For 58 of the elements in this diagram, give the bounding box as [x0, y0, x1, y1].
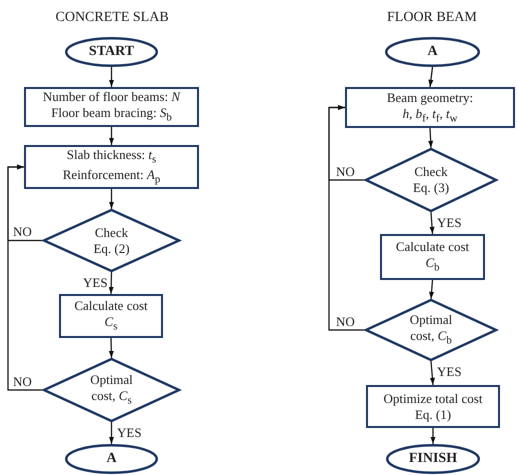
column-title: CONCRETE SLAB	[56, 10, 169, 26]
process-box	[345, 87, 515, 128]
edge-label: YES	[116, 426, 143, 439]
terminal-ellipse	[65, 37, 158, 67]
arrow	[430, 428, 436, 444]
arrow	[428, 66, 434, 88]
node-text: Optimize total cost	[384, 390, 482, 406]
edge-label: YES	[436, 216, 463, 229]
terminal-label: START	[88, 44, 134, 60]
arrow	[428, 128, 434, 148]
process-box	[59, 294, 163, 338]
terminal-label: FINISH	[408, 450, 458, 468]
terminal-label: A	[427, 44, 438, 60]
terminal-ellipse	[385, 37, 480, 67]
terminal-ellipse	[65, 444, 158, 474]
node-text: Eq. (1)	[414, 406, 452, 422]
terminal-label: A	[106, 450, 117, 468]
edge-label: NO	[335, 315, 356, 328]
node-text: C$_{b}$	[425, 255, 440, 275]
decision-diamond	[43, 209, 180, 272]
arrow	[108, 127, 114, 145]
arrow	[108, 422, 114, 444]
node-text: Calculate cost	[396, 239, 470, 255]
process-box	[380, 234, 485, 280]
node-text: Reinforcement: A$_{p}$	[62, 167, 160, 187]
terminal-ellipse	[386, 444, 480, 474]
node-text: C$_{s}$	[104, 314, 118, 334]
edge-label: NO	[12, 225, 33, 238]
decision-diamond	[365, 299, 497, 361]
edge-label: NO	[12, 375, 33, 388]
arrow	[108, 189, 114, 209]
process-box	[24, 145, 199, 189]
column-title: FLOOR BEAM	[387, 10, 477, 26]
node-text: Slab thickness: t$_{s}$	[66, 147, 156, 167]
arrow	[430, 360, 435, 386]
arrow	[7, 164, 43, 391]
arrow	[108, 67, 114, 87]
node-text: Check Eq. (2)	[92, 224, 131, 256]
node-text: Optimal cost, C$_{b}$	[408, 312, 454, 348]
arrow	[108, 338, 114, 358]
edge-label: NO	[335, 165, 356, 178]
node-text: Check Eq. (3)	[412, 164, 450, 196]
node-text: Optimal cost, C$_{s}$	[89, 372, 134, 408]
decision-diamond	[365, 148, 497, 212]
node-text: h, b$_{f}$, t$_{f}$, t$_{w}$	[402, 106, 458, 126]
arrow	[430, 212, 435, 234]
node-text: Calculate cost	[74, 298, 148, 314]
node-text: Beam geometry:	[386, 90, 474, 106]
arrow	[429, 280, 434, 300]
arrow	[328, 104, 365, 331]
arrow	[108, 272, 114, 294]
decision-diamond	[43, 358, 180, 422]
node-text: Number of floor beams: N	[42, 89, 180, 105]
edge-label: YES	[82, 276, 109, 289]
node-text: Floor beam bracing: S$_{b}$	[51, 105, 172, 125]
process-box	[24, 87, 199, 127]
edge-label: YES	[436, 365, 463, 378]
process-box	[366, 385, 500, 428]
